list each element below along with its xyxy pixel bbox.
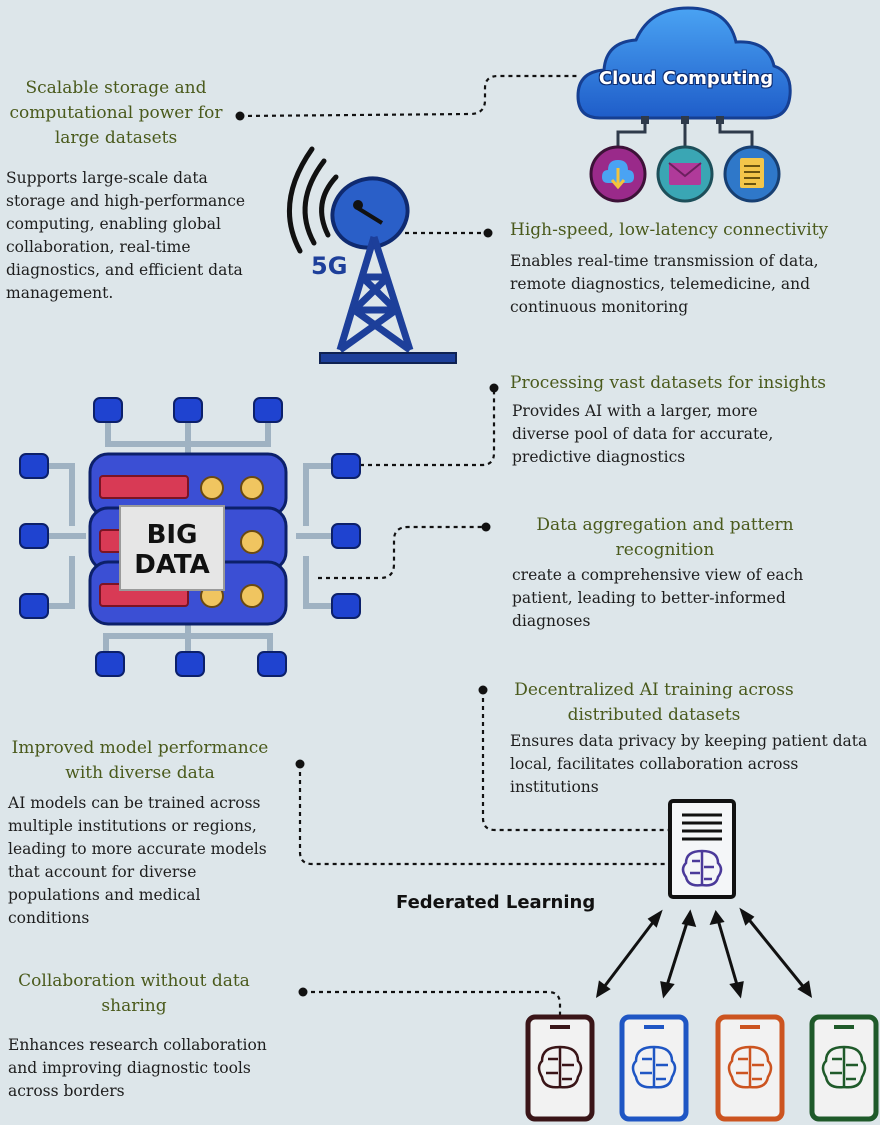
mail-icon [656, 145, 714, 203]
big-data-label-line2: DATA [134, 550, 210, 580]
connector-processing [360, 390, 496, 467]
connector-cloud [239, 74, 580, 118]
connector-collab [303, 990, 562, 1018]
connector-improved [298, 764, 668, 866]
collab-heading: Collaboration without data sharing [18, 971, 250, 1016]
federated-learning-label: Federated Learning [396, 892, 596, 913]
decentralized-heading: Decentralized AI training across distrib… [514, 680, 794, 725]
satellite-dish-icon [330, 176, 410, 250]
connector-dot-processing [489, 383, 499, 393]
download-icon [589, 145, 647, 203]
tower-icon [336, 235, 414, 353]
fiveg-body: Enables real-time transmission of data, … [510, 252, 819, 316]
phone-green-icon [809, 1014, 879, 1122]
phone-orange-icon [715, 1014, 785, 1122]
signal-waves-icon [287, 146, 339, 254]
connector-dot-improved [295, 759, 305, 769]
data-nodes-icon [19, 397, 361, 677]
server-brain-icon [681, 849, 723, 887]
improved-body: AI models can be trained across multiple… [8, 794, 267, 927]
fiveg-heading: High-speed, low-latency connectivity [510, 220, 829, 240]
aggregation-body: create a comprehensive view of each pati… [512, 566, 804, 630]
decentralized-body: Ensures data privacy by keeping patient … [510, 732, 868, 796]
5g-tower-illustration [287, 146, 457, 364]
big-data-label-line1: BIG [146, 520, 198, 550]
connector-decentralized [481, 690, 670, 832]
federated-learning-illustration [525, 799, 879, 1122]
processing-body: Provides AI with a larger, more diverse … [512, 402, 774, 466]
connector-dot-5g [483, 228, 493, 238]
cloud-computing-label: Cloud Computing [598, 68, 774, 89]
cloud-icon [576, 6, 792, 120]
phone-blue-icon [619, 1014, 689, 1122]
cloud-body: Supports large-scale data storage and hi… [6, 169, 246, 302]
document-icon [723, 145, 781, 203]
connector-aggregation [318, 525, 485, 580]
cloud-heading: Scalable storage and computational power… [9, 78, 223, 148]
cloud-computing-illustration [576, 6, 792, 203]
big-data-label: BIG DATA [120, 520, 224, 580]
improved-heading: Improved model performance with diverse … [11, 738, 269, 783]
collab-body: Enhances research collaboration and impr… [8, 1036, 267, 1100]
sync-arrows-icon [595, 907, 813, 999]
connector-dot-aggregation [481, 522, 491, 532]
processing-heading: Processing vast datasets for insights [510, 373, 826, 393]
big-data-illustration [19, 397, 361, 677]
connector-dot-collab [298, 987, 308, 997]
aggregation-heading: Data aggregation and pattern recognition [536, 515, 794, 560]
connector-dot-decentralized [478, 685, 488, 695]
phone-dark-icon [525, 1014, 595, 1122]
connector-dot-cloud [235, 111, 245, 121]
5g-label: 5G [311, 252, 348, 280]
server-icon [668, 799, 736, 899]
